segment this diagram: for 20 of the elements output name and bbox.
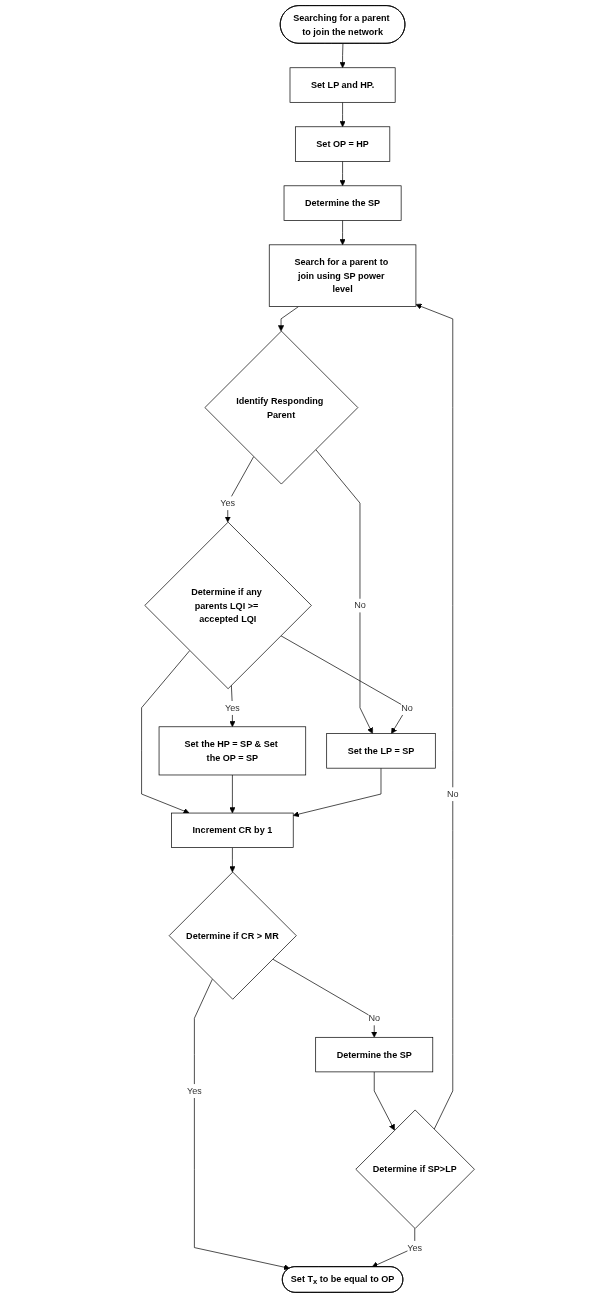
- edge-label: Yes: [224, 702, 240, 713]
- node-diamond: Determine if CR > MR: [168, 871, 297, 1000]
- edge-label: No: [401, 702, 413, 713]
- node-diamond: Identify Responding Parent: [204, 330, 359, 485]
- node-box: Set LP and HP.: [289, 67, 396, 103]
- edge-label: Yes: [220, 497, 236, 509]
- node-diamond: Determine if SP>LP: [355, 1109, 475, 1229]
- node-box: Increment CR by 1: [171, 812, 294, 848]
- edge-label: Yes: [407, 1242, 423, 1253]
- node-box: Determine the SP: [283, 185, 402, 221]
- node-box: Search for a parent to join using SP power level: [268, 244, 417, 307]
- node-box: Set OP = HP: [295, 126, 391, 162]
- edge-label: No: [354, 600, 366, 611]
- node-box: Set the HP = SP & Set the OP = SP: [158, 726, 307, 776]
- node-box: Set the LP = SP: [326, 733, 436, 769]
- node-box: Determine the SP: [315, 1036, 434, 1073]
- edge-label: Yes: [186, 1085, 202, 1096]
- node-diamond: Determine if any parents LQI >= accepted LQI: [144, 521, 312, 690]
- edge-label: No: [368, 1012, 381, 1024]
- edge-label: No: [446, 788, 459, 800]
